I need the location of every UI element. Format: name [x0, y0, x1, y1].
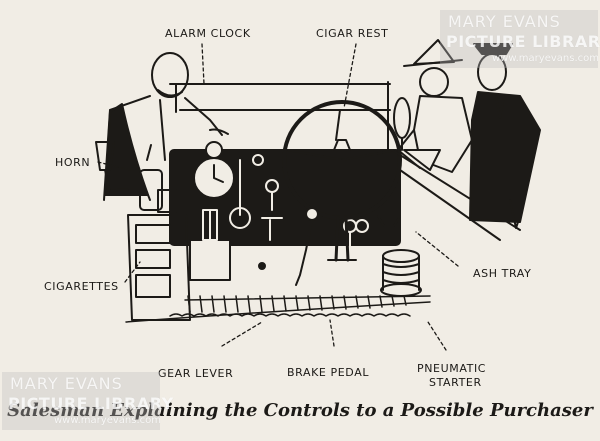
- floor-drawing: [125, 295, 431, 323]
- watermark-library-bottom: PICTURE LIBRARY: [8, 394, 174, 413]
- label-gear-lever: GEAR LEVER: [158, 367, 234, 380]
- watermark-bottom-left-backdrop: [2, 372, 160, 430]
- watermark-name-top: MARY EVANS: [448, 12, 561, 31]
- alarm-clock-drawing: [193, 141, 235, 199]
- ash-tray-drawing: [377, 215, 401, 227]
- watermark-top-right-backdrop: [440, 10, 598, 68]
- label-pneumatic-starter-line2: STARTER: [429, 376, 482, 389]
- cigarette-cabinet-drawing: [127, 144, 191, 321]
- watermark-url-bottom: www.maryevans.com: [54, 415, 161, 426]
- watermark-library-top: PICTURE LIBRARY: [446, 32, 600, 51]
- pneumatic-starter-drawing: [380, 249, 422, 297]
- label-pneumatic-starter-line1: PNEUMATIC: [417, 362, 487, 375]
- label-horn: HORN: [55, 156, 91, 169]
- label-cigar-rest: CIGAR REST: [316, 27, 389, 40]
- watermark-url-top: www.maryevans.com: [492, 53, 599, 64]
- watermark-name-bottom: MARY EVANS: [10, 374, 123, 393]
- husband-figure: [469, 43, 541, 229]
- label-ash-tray: ASH TRAY: [473, 267, 532, 280]
- label-alarm-clock: ALARM CLOCK: [165, 27, 251, 40]
- woman-figure: [397, 39, 473, 173]
- label-cigarettes: CIGARETTES: [44, 280, 119, 293]
- steering-wheel-drawing: [282, 100, 402, 262]
- label-brake-pedal: BRAKE PEDAL: [287, 366, 370, 379]
- illustration-caption: Salesman Explaining the Controls to a Po…: [7, 400, 593, 421]
- horn-drawing: [95, 141, 129, 193]
- gear-lever-drawing: [258, 207, 319, 286]
